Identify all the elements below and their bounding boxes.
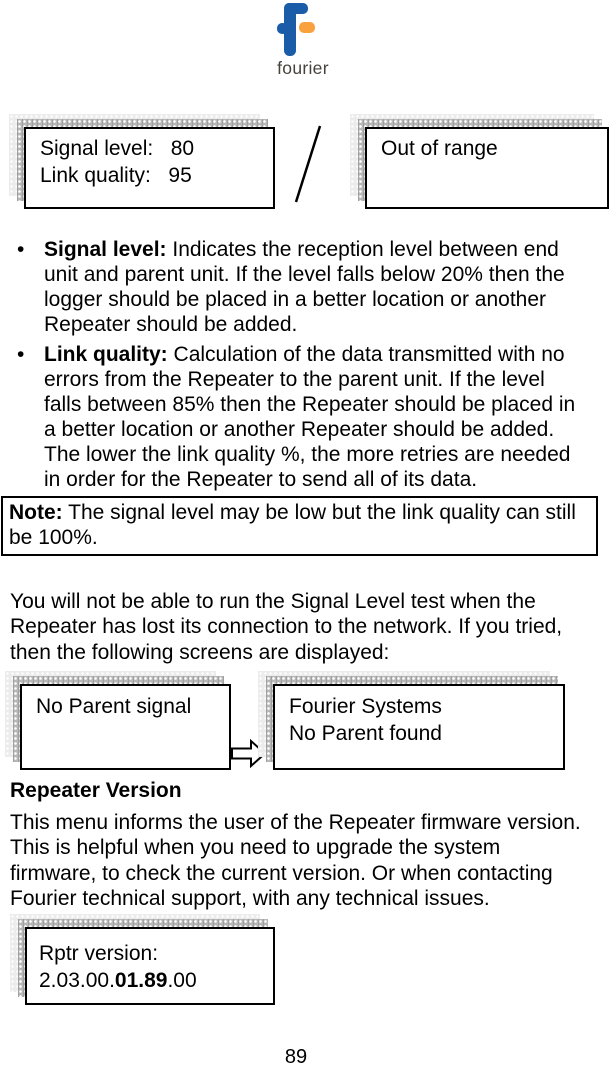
- bullet-label: Link quality:: [44, 343, 168, 366]
- version-prefix: 2.03.00.: [39, 969, 115, 992]
- bullet-label: Signal level:: [44, 238, 167, 261]
- version-suffix: .00: [167, 969, 197, 992]
- bullet-body: Calculation of the data transmitted with…: [44, 343, 576, 491]
- screen-line: No Parent signal: [36, 695, 192, 718]
- screen-line: Out of range: [381, 137, 498, 160]
- bullet-marker: •: [17, 343, 25, 366]
- fourier-logo-icon: [277, 3, 315, 56]
- version-bold: 01.89: [114, 969, 168, 992]
- screen-face: No Parent signal: [20, 684, 231, 770]
- lcd-screen-out-of-range: Out of range: [350, 114, 609, 209]
- bullet-marker: •: [17, 238, 25, 261]
- screen-line: Rptr version:: [39, 942, 159, 965]
- bullet-text: Link quality: Calculation of the data tr…: [44, 342, 595, 492]
- screen-line: Link quality: 95: [40, 164, 192, 187]
- lcd-screen-no-parent-signal: No Parent signal: [5, 671, 231, 770]
- lcd-screen-no-parent-found: Fourier Systems No Parent found: [258, 671, 565, 770]
- screen-face: Fourier Systems No Parent found: [273, 684, 565, 770]
- screen-line: Signal level: 80: [40, 137, 195, 160]
- bullet-item-link-quality: • Link quality: Calculation of the data …: [17, 342, 595, 492]
- screen-face: Signal level: 80 Link quality: 95: [24, 127, 275, 209]
- lcd-screen-signal-level: Signal level: 80 Link quality: 95: [9, 114, 275, 209]
- fourier-logo-text: fourier: [277, 58, 329, 78]
- bullet-list: • Signal level: Indicates the reception …: [17, 237, 595, 492]
- screen-line: No Parent found: [289, 722, 442, 745]
- slash-separator-icon: [294, 125, 322, 203]
- fourier-logo: fourier: [267, 3, 347, 81]
- bullet-body: Indicates the reception level between en…: [44, 238, 565, 336]
- note-box: Note: The signal level may be low but th…: [1, 496, 598, 556]
- heading-repeater-version: Repeater Version: [10, 779, 182, 802]
- bullet-text: Signal level: Indicates the reception le…: [44, 237, 595, 337]
- paragraph-version-info: This menu informs the user of the Repeat…: [10, 811, 581, 910]
- note-text: The signal level may be low but the link…: [9, 501, 576, 549]
- screen-face: Rptr version: 2.03.00.01.89.00: [25, 927, 275, 1005]
- screen-line: Fourier Systems: [289, 695, 442, 718]
- bullet-item-signal-level: • Signal level: Indicates the reception …: [17, 237, 595, 337]
- screen-line-version: 2.03.00.01.89.00: [27, 967, 273, 994]
- lcd-screen-rptr-version: Rptr version: 2.03.00.01.89.00: [10, 914, 275, 1005]
- screen-face: Out of range: [365, 127, 609, 209]
- paragraph-connection-lost: You will not be able to run the Signal L…: [10, 590, 563, 664]
- note-label: Note:: [9, 501, 63, 524]
- page-number: 89: [284, 1046, 308, 1068]
- arrow-right-icon: [231, 739, 267, 768]
